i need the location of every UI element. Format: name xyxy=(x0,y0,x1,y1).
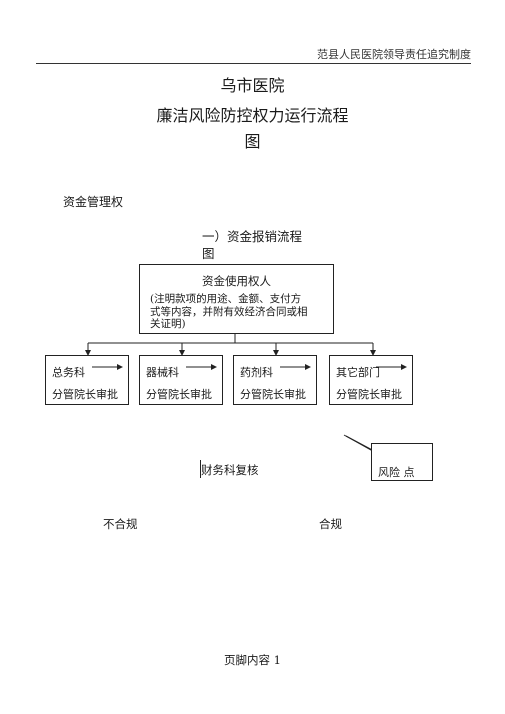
dept-name: 总务科 xyxy=(52,366,85,379)
fund-user-title: 资金使用权人 xyxy=(202,274,271,288)
arrow-right-icon xyxy=(280,364,311,370)
dept-approval: 分管院长审批 xyxy=(240,388,306,401)
flow-subtitle-line1: 一）资金报销流程 xyxy=(202,229,303,244)
doc-title-line3: 图 xyxy=(244,132,261,151)
non-compliant-label: 不合规 xyxy=(103,517,138,531)
dept-name: 器械科 xyxy=(146,366,179,379)
dept-approval: 分管院长审批 xyxy=(336,388,402,401)
dept-name: 其它部门 xyxy=(336,366,380,379)
fund-user-box: 资金使用权人 (注明款项的用途、金额、支付方 式等内容，并附有效经济合同或相 关… xyxy=(139,264,334,334)
finance-bracket xyxy=(200,460,201,478)
page-header: 范县人民医院领导责任追究制度 xyxy=(317,48,471,61)
dept-box-equipment: 器械科 分管院长审批 xyxy=(139,355,223,405)
arrow-right-icon xyxy=(186,364,217,370)
fund-user-note: (注明款项的用途、金额、支付方 式等内容，并附有效经济合同或相 关证明) xyxy=(150,293,325,331)
risk-point-callout: 风险 点 xyxy=(371,443,433,481)
doc-title-line2: 廉洁风险防控权力运行流程 xyxy=(156,106,349,125)
flow-subtitle-line2: 图 xyxy=(202,246,215,261)
dept-box-general-affairs: 总务科 分管院长审批 xyxy=(45,355,129,405)
fund-user-note-line2: 式等内容，并附有效经济合同或相 xyxy=(150,305,308,318)
doc-title-line1: 乌市医院 xyxy=(220,76,285,95)
compliant-label: 合规 xyxy=(319,517,342,531)
dept-name: 药剂科 xyxy=(240,366,273,379)
arrow-right-icon xyxy=(92,364,123,370)
fund-user-note-line3: 关证明) xyxy=(150,318,186,330)
dept-box-other: 其它部门 分管院长审批 xyxy=(329,355,413,405)
dept-approval: 分管院长审批 xyxy=(52,388,118,401)
risk-point-label: 风险 点 xyxy=(378,466,415,479)
page-footer: 页脚内容 1 xyxy=(224,653,281,667)
dept-box-pharmacy: 药剂科 分管院长审批 xyxy=(233,355,317,405)
fund-user-note-line1: (注明款项的用途、金额、支付方 xyxy=(150,293,302,305)
section-label: 资金管理权 xyxy=(63,195,124,209)
flow-subtitle: 一）资金报销流程 图 xyxy=(202,228,302,262)
dept-approval: 分管院长审批 xyxy=(146,388,212,401)
arrow-right-icon xyxy=(376,364,407,370)
finance-review: 财务科复核 xyxy=(201,463,259,477)
header-divider xyxy=(36,63,471,64)
